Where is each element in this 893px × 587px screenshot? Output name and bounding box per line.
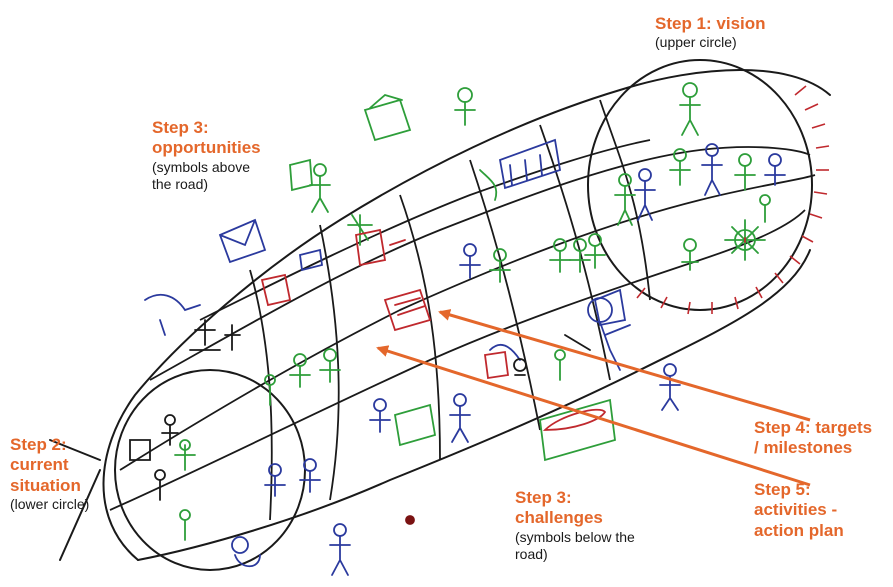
label-opportunities: Step 3: opportunities (symbols above the… <box>152 118 261 192</box>
targets-title-2: / milestones <box>754 438 872 458</box>
label-challenges: Step 3: challenges (symbols below the ro… <box>515 488 635 562</box>
current-title-3: situation <box>10 476 89 496</box>
opportunities-title-1: Step 3: <box>152 118 261 138</box>
activities-title-3: action plan <box>754 521 844 541</box>
label-targets: Step 4: targets / milestones <box>754 418 872 459</box>
label-current-situation: Step 2: current situation (lower circle) <box>10 435 89 513</box>
challenges-title-2: challenges <box>515 508 635 528</box>
current-sub: (lower circle) <box>10 496 89 513</box>
opportunities-sub-2: the road) <box>152 176 261 193</box>
vision-subtitle: (upper circle) <box>655 34 766 51</box>
activities-title-2: activities - <box>754 500 844 520</box>
challenges-sub-1: (symbols below the <box>515 529 635 546</box>
current-title-1: Step 2: <box>10 435 89 455</box>
targets-arrow <box>440 312 810 420</box>
label-vision: Step 1: vision (upper circle) <box>655 14 766 51</box>
challenges-title-1: Step 3: <box>515 488 635 508</box>
opportunities-title-2: opportunities <box>152 138 261 158</box>
opportunities-sub-1: (symbols above <box>152 159 261 176</box>
label-activities: Step 5: activities - action plan <box>754 480 844 541</box>
vision-circle-ticks <box>637 86 829 314</box>
targets-title-1: Step 4: targets <box>754 418 872 438</box>
activities-arrow <box>378 348 810 485</box>
challenges-sub-2: road) <box>515 546 635 563</box>
current-title-2: current <box>10 455 89 475</box>
vision-title: Step 1: vision <box>655 14 766 34</box>
activities-title-1: Step 5: <box>754 480 844 500</box>
current-situation-circle <box>115 370 305 570</box>
